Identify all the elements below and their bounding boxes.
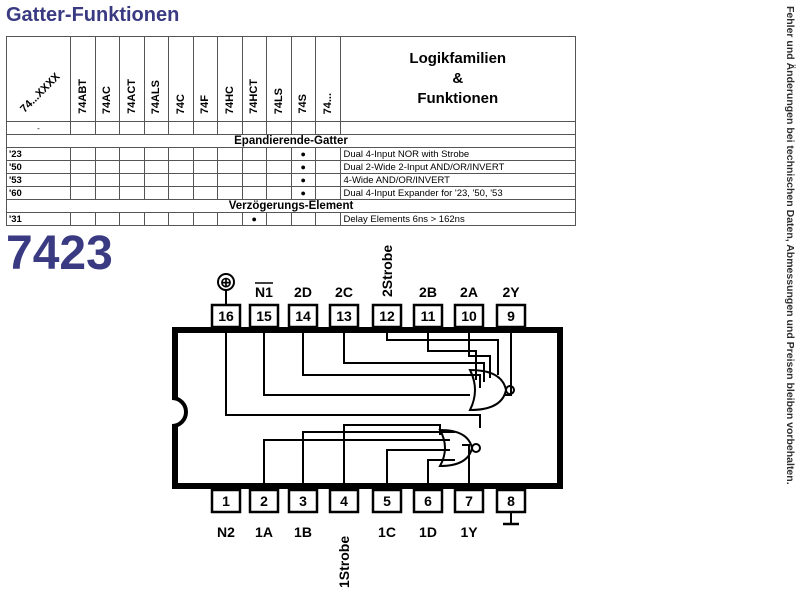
pin-10 bbox=[453, 303, 485, 329]
wire bbox=[505, 330, 512, 396]
disclaimer-note: Fehler und Änderungen bei technischen Da… bbox=[772, 6, 796, 594]
family-header: 74HCT bbox=[241, 36, 267, 122]
family-header: 74C bbox=[168, 36, 194, 122]
pin-label: 2C bbox=[335, 284, 353, 300]
pin-number: 12 bbox=[379, 308, 395, 324]
pin-number: 4 bbox=[340, 493, 348, 509]
family-header: 74ACT bbox=[119, 36, 145, 122]
pin-7 bbox=[453, 488, 485, 514]
availability-dot: ● bbox=[241, 212, 267, 226]
nor-gate bbox=[468, 368, 508, 412]
pin-number: 1 bbox=[222, 493, 230, 509]
inverter-bubble bbox=[471, 443, 481, 453]
pin-15 bbox=[248, 303, 280, 329]
wire bbox=[427, 459, 455, 486]
pin-label: N2 bbox=[217, 524, 235, 540]
family-header: 74F bbox=[192, 36, 218, 122]
part-code: '31 bbox=[6, 212, 71, 226]
nor-gate bbox=[438, 428, 474, 468]
pin-2 bbox=[248, 488, 280, 514]
pin-13 bbox=[328, 303, 360, 329]
wire bbox=[263, 330, 470, 396]
wire bbox=[343, 330, 485, 382]
wire bbox=[462, 444, 470, 486]
disclaimer-text: Fehler und Änderungen bei technischen Da… bbox=[784, 6, 796, 485]
wire bbox=[386, 330, 499, 375]
pin-number: 13 bbox=[336, 308, 352, 324]
wire bbox=[302, 431, 455, 486]
pin-number: 9 bbox=[507, 308, 515, 324]
pin-4 bbox=[328, 488, 360, 514]
logik-header: Logikfamilien&Funktionen bbox=[339, 36, 576, 122]
pin-label: 1A bbox=[255, 524, 273, 540]
wire bbox=[468, 330, 491, 378]
pin-14 bbox=[287, 303, 319, 329]
pin-5 bbox=[371, 488, 403, 514]
pin-label: 1C bbox=[378, 524, 396, 540]
inverter-bubble bbox=[505, 385, 515, 395]
pin-12 bbox=[371, 303, 403, 329]
pin-number: 3 bbox=[299, 493, 307, 509]
strobe-label: 2Strobe bbox=[379, 245, 395, 297]
pin-label: 2B bbox=[419, 284, 437, 300]
pin-number: 8 bbox=[507, 493, 515, 509]
pin-1 bbox=[210, 488, 242, 514]
family-header: 74ABT bbox=[70, 36, 96, 122]
pin-number: 2 bbox=[260, 493, 268, 509]
ic-package-body bbox=[172, 327, 563, 489]
pin-label: 1B bbox=[294, 524, 312, 540]
table-row: - bbox=[6, 121, 576, 135]
pin-label: 1Y bbox=[460, 524, 478, 540]
pin-11 bbox=[412, 303, 444, 329]
pin-label: 1D bbox=[419, 524, 437, 540]
vcc-label: ⊕ bbox=[220, 274, 232, 290]
function-description: Delay Elements 6ns > 162ns bbox=[339, 212, 576, 226]
table-row: '50●Dual 2-Wide 2-Input AND/OR/INVERT bbox=[6, 160, 576, 174]
wire bbox=[225, 330, 481, 428]
pin-6 bbox=[412, 488, 444, 514]
pin-label: N1 bbox=[255, 284, 273, 300]
wire bbox=[302, 330, 481, 388]
pin-number: 16 bbox=[218, 308, 234, 324]
pin-number: 11 bbox=[421, 308, 436, 324]
pin-number: 10 bbox=[461, 308, 477, 324]
wire bbox=[386, 449, 450, 486]
pin-number: 14 bbox=[295, 308, 311, 324]
ground-label: ⊥ bbox=[511, 544, 512, 546]
page-title: Gatter-Funktionen bbox=[6, 4, 180, 26]
pin-label: 2A bbox=[460, 284, 478, 300]
pin-3 bbox=[287, 488, 319, 514]
strobe-label: 1Strobe bbox=[336, 536, 352, 588]
pin-number: 15 bbox=[256, 308, 272, 324]
wire bbox=[263, 439, 450, 486]
part-number: 7423 bbox=[6, 227, 113, 280]
table-row: '23●Dual 4-Input NOR with Strobe bbox=[6, 147, 576, 161]
table-row: '31 ● Delay Elements 6ns > 162ns bbox=[6, 212, 576, 226]
family-header: 74... bbox=[315, 36, 341, 122]
pin-number: 6 bbox=[424, 493, 432, 509]
pin-number: 5 bbox=[383, 493, 391, 509]
corner-header: 74...XXXX bbox=[6, 36, 71, 122]
pin-label: 2Y bbox=[502, 284, 520, 300]
pin-label: 2D bbox=[294, 284, 312, 300]
pin-number: 7 bbox=[465, 493, 473, 509]
pin-9 bbox=[495, 303, 527, 329]
orientation-notch bbox=[171, 396, 188, 428]
